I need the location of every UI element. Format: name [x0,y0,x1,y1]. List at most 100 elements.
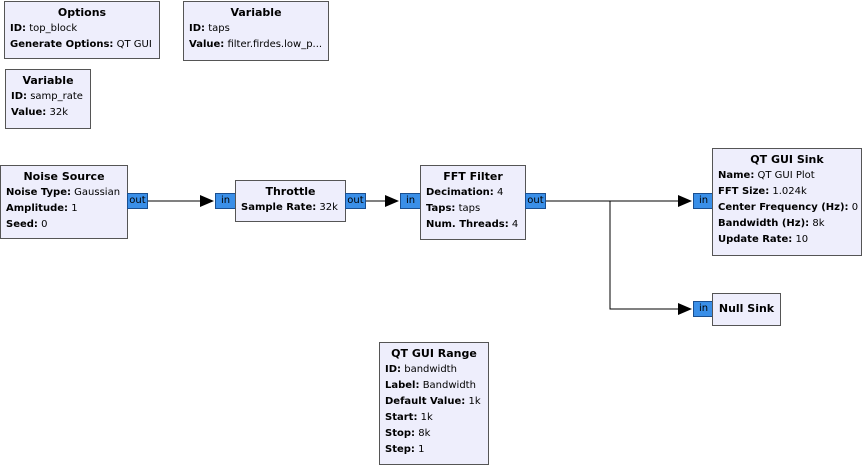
block-title: Noise Source [23,170,105,183]
param-row: Amplitude: 1 [6,201,122,217]
param-row: Step: 1 [385,442,483,458]
param-key: ID: [189,23,206,34]
param-value: Bandwidth [422,380,476,391]
param-key: Value: [11,107,47,118]
param-key: ID: [10,23,27,34]
block-variable-taps[interactable]: Variable ID: taps Value: filter.firdes.l… [183,1,329,61]
block-throttle[interactable]: Throttle Sample Rate: 32k [235,180,346,222]
param-key: ID: [385,364,402,375]
param-key: Default Value: [385,396,466,407]
param-row: FFT Size: 1.024k [718,184,856,200]
param-row: Default Value: 1k [385,394,483,410]
block-title: Options [57,6,107,19]
param-key: Bandwidth (Hz): [718,218,810,229]
block-title: Throttle [265,185,316,198]
throttle-out-port[interactable]: out [345,193,366,209]
param-key: Amplitude: [6,203,69,214]
param-key: FFT Size: [718,186,770,197]
param-value: samp_rate [30,91,83,102]
block-fft-filter[interactable]: FFT Filter Decimation: 4 Taps: taps Num.… [420,165,526,240]
param-value: 10 [795,234,809,245]
param-row: Label: Bandwidth [385,378,483,394]
param-key: Update Rate: [718,234,793,245]
block-variable-samp-rate[interactable]: Variable ID: samp_rate Value: 32k [5,69,91,129]
param-value: QT GUI [116,39,152,50]
param-key: Generate Options: [10,39,114,50]
param-row: ID: bandwidth [385,362,483,378]
qt-gui-sink-in-port[interactable]: in [693,193,714,209]
param-row: Center Frequency (Hz): 0 [718,200,859,216]
param-key: Seed: [6,219,38,230]
fft-filter-in-port[interactable]: in [400,193,421,209]
block-title: Variable [230,6,282,19]
param-row: Generate Options: QT GUI [10,37,154,53]
param-key: Noise Type: [6,187,71,198]
null-sink-in-port[interactable]: in [693,301,714,317]
param-value: 8k [418,428,431,439]
throttle-in-port[interactable]: in [215,193,236,209]
param-row: Bandwidth (Hz): 8k [718,216,856,232]
block-title: Null Sink [718,302,775,315]
fft-filter-out-port[interactable]: out [525,193,546,209]
param-value: Gaussian [74,187,121,198]
block-noise-source[interactable]: Noise Source Noise Type: Gaussian Amplit… [0,165,128,239]
param-key: Num. Threads: [426,219,509,230]
param-key: Start: [385,412,418,423]
param-row: Taps: taps [426,201,520,217]
param-key: Name: [718,170,755,181]
block-qt-gui-sink[interactable]: QT GUI Sink Name: QT GUI Plot FFT Size: … [712,148,862,256]
param-row: Stop: 8k [385,426,483,442]
param-value: taps [458,203,481,214]
param-value: QT GUI Plot [757,170,815,181]
block-title: FFT Filter [443,170,503,183]
param-row: ID: top_block [10,21,154,37]
param-value: bandwidth [404,364,457,375]
param-row: Start: 1k [385,410,483,426]
param-key: Center Frequency (Hz): [718,202,849,213]
param-key: Taps: [426,203,456,214]
param-value: 4 [497,187,504,198]
param-value: 1.024k [772,186,807,197]
block-title: QT GUI Sink [750,153,824,166]
param-row: Name: QT GUI Plot [718,168,856,184]
param-row: Seed: 0 [6,217,122,233]
param-key: ID: [11,91,28,102]
param-value: filter.firdes.low_p... [227,39,323,50]
param-row: Value: filter.firdes.low_p... [189,37,323,53]
param-row: ID: samp_rate [11,89,85,105]
block-null-sink[interactable]: Null Sink [712,293,781,326]
param-value: 4 [511,219,519,230]
param-key: Label: [385,380,420,391]
wire-fft-to-qtsink[interactable] [546,195,692,207]
param-key: Value: [189,39,225,50]
param-key: Decimation: [426,187,494,198]
param-row: Sample Rate: 32k [241,200,340,216]
param-row: Decimation: 4 [426,185,520,201]
param-row: Noise Type: Gaussian [6,185,122,201]
param-key: Step: [385,444,415,455]
param-key: Stop: [385,428,416,439]
param-row: Update Rate: 10 [718,232,856,248]
noise-source-out-port[interactable]: out [127,193,148,209]
param-row: Num. Threads: 4 [426,217,520,233]
param-value: top_block [29,23,78,34]
block-title: Variable [22,74,74,87]
param-value: 32k [319,202,338,213]
wire-noise-to-throttle[interactable] [148,195,214,207]
param-value: 32k [49,107,68,118]
param-value: taps [208,23,230,34]
wire-fft-to-nullsink[interactable] [609,201,692,315]
wire-throttle-to-fft[interactable] [366,195,399,207]
param-value: 1k [420,412,433,423]
param-value: 8k [812,218,825,229]
block-qt-gui-range[interactable]: QT GUI Range ID: bandwidth Label: Bandwi… [379,342,489,465]
param-value: 1 [71,203,78,214]
block-title: QT GUI Range [391,347,477,360]
param-value: 0 [851,202,859,213]
param-value: 1 [418,444,425,455]
param-value: 1k [468,396,481,407]
param-row: Value: 32k [11,105,85,121]
block-options[interactable]: Options ID: top_block Generate Options: … [4,1,160,59]
